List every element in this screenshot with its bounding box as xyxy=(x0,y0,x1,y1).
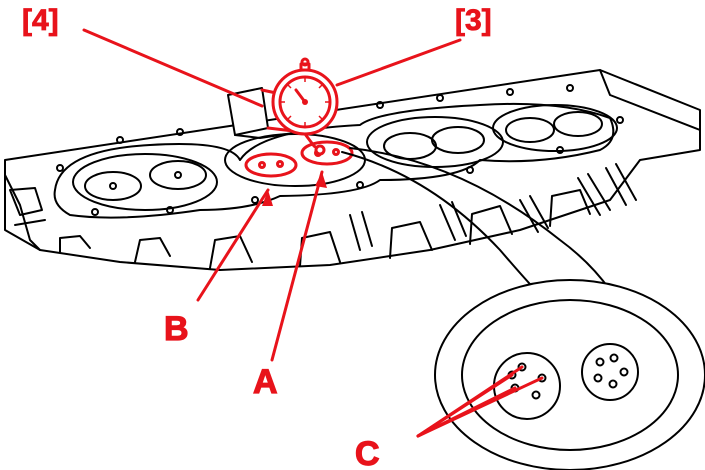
leader-arrowheads xyxy=(262,172,327,206)
deck-holes xyxy=(56,84,624,216)
combustion-chamber-4 xyxy=(492,104,618,152)
valve-b-highlight xyxy=(244,152,298,178)
leader-lines xyxy=(82,28,544,438)
dial-indicator-icon xyxy=(271,57,339,156)
combustion-chamber-3 xyxy=(366,116,504,168)
combustion-chamber-1 xyxy=(72,153,218,211)
reference-label-3: [3] xyxy=(455,4,492,37)
cylinder-head-body xyxy=(4,69,701,271)
callout-label-c: C xyxy=(355,435,380,470)
callout-label-a: A xyxy=(253,363,278,401)
detail-magnifier xyxy=(341,147,705,470)
callout-label-b: B xyxy=(164,310,189,348)
reference-label-4: [4] xyxy=(22,4,59,37)
